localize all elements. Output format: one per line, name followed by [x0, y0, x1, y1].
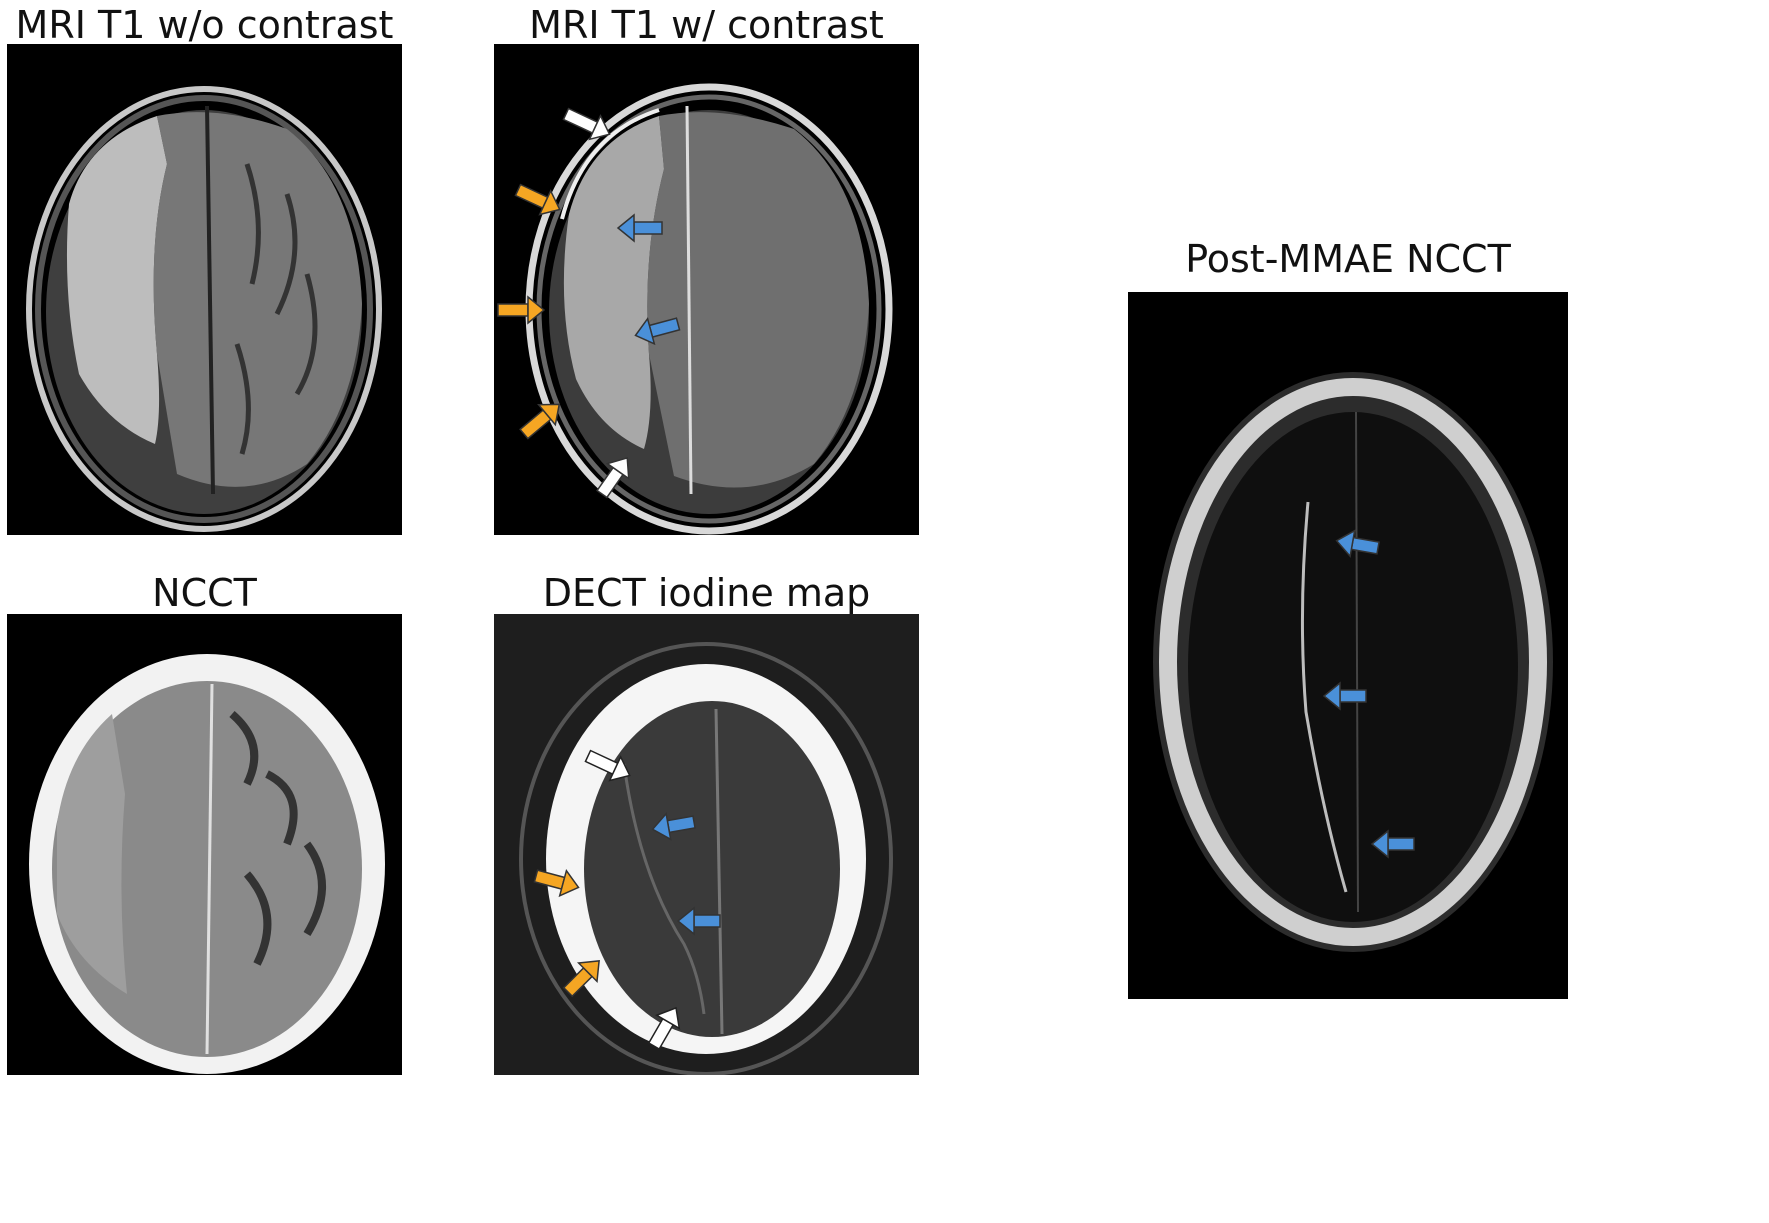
image-mri-t1-contrast	[494, 44, 919, 535]
arrow-blue-post-1	[1335, 529, 1380, 558]
image-dect-iodine	[494, 614, 919, 1075]
arrow-blue-1	[616, 213, 663, 243]
arrow-white-outline-bottom	[647, 1006, 681, 1051]
arrow-blue-2	[634, 316, 681, 346]
axial-brain-mri-t1-no-contrast	[26, 86, 382, 532]
arrow-orange-3	[519, 403, 561, 440]
image-mri-t1-no-contrast	[7, 44, 402, 535]
axial-brain-dect-iodine	[494, 614, 919, 1075]
axial-brain-post-mmae-ncct	[1153, 372, 1553, 952]
panel-title-mri-t1-contrast: MRI T1 w/ contrast	[529, 3, 884, 47]
axial-brain-mri-t1-contrast	[497, 83, 893, 535]
arrow-orange-1	[514, 183, 561, 216]
arrow-orange-dect-1	[533, 868, 580, 898]
arrow-white-bottom	[596, 456, 630, 499]
arrow-orange-dect-2	[562, 960, 600, 998]
panel-title-ncct: NCCT	[152, 571, 257, 615]
arrow-blue-dect-1	[651, 812, 696, 841]
panel-title-post-mmae-ncct: Post-MMAE NCCT	[1185, 237, 1511, 281]
panel-title-dect-iodine: DECT iodine map	[542, 571, 871, 615]
arrow-blue-post-2	[1322, 681, 1367, 711]
arrow-blue-dect-2	[676, 906, 721, 936]
arrow-orange-2	[497, 295, 546, 325]
image-ncct	[7, 614, 402, 1075]
arrow-white-top	[562, 107, 611, 141]
panel-title-mri-t1-no-contrast: MRI T1 w/o contrast	[15, 3, 394, 47]
image-post-mmae-ncct	[1128, 292, 1568, 999]
axial-brain-ncct	[29, 654, 385, 1074]
arrow-blue-post-3	[1370, 829, 1415, 859]
arrow-white-outline-top	[584, 749, 631, 782]
